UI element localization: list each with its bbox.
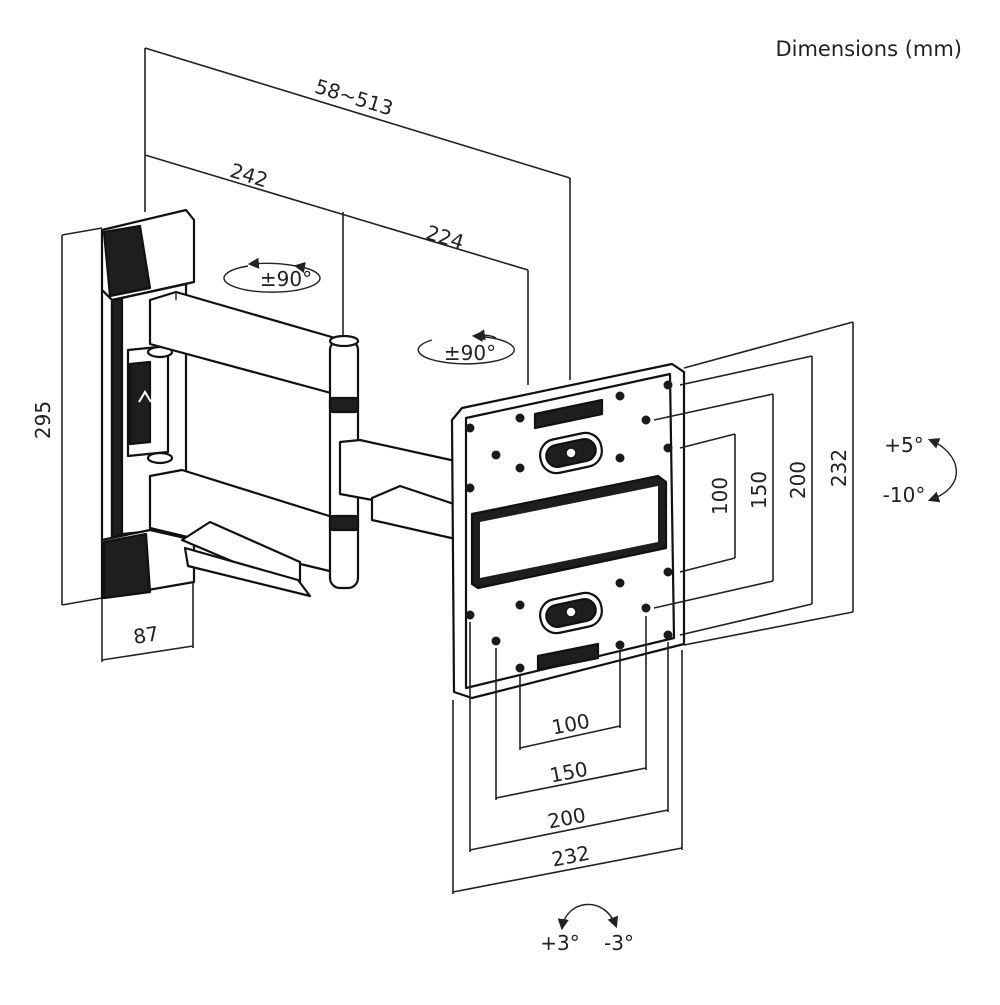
wall-plate-height-label: 295 (31, 401, 55, 439)
wall-plate-depth-label: 87 (131, 621, 160, 649)
arm-reach-label: 58~513 (312, 74, 396, 120)
vesa-v-232-label: 232 (827, 449, 851, 487)
swivel-2-indicator (417, 329, 515, 365)
roll-minus-label: -3° (604, 931, 634, 955)
vesa-v-150-label: 150 (747, 471, 771, 509)
left-dimension-lines (61, 227, 194, 662)
tilt-down-label: -10° (883, 483, 926, 507)
tilt-up-label: +5° (884, 433, 923, 457)
arm-segment-2 (338, 438, 462, 542)
swivel-1-indicator (223, 257, 321, 293)
tilt-indicator (927, 438, 958, 503)
bottom-dimension-lines (452, 616, 683, 894)
vesa-h-200-label: 200 (546, 803, 588, 834)
roll-plus-label: +3° (540, 931, 579, 955)
swivel-1-label: ±90° (260, 267, 312, 291)
right-dimension-lines (653, 321, 854, 646)
vesa-plate (450, 362, 686, 700)
vesa-h-100-label: 100 (550, 709, 592, 740)
arm-segment-1-label: 242 (227, 158, 271, 192)
arm-segment-2-label: 224 (423, 220, 467, 254)
vesa-v-100-label: 100 (708, 477, 732, 515)
top-dimension-lines (144, 47, 571, 385)
diagram-title: Dimensions (mm) (775, 37, 962, 61)
arm-segment-1 (148, 290, 344, 598)
vesa-h-150-label: 150 (548, 757, 590, 788)
vesa-v-200-label: 200 (786, 461, 810, 499)
roll-indicator (557, 903, 619, 931)
wall-plate (100, 208, 196, 600)
swivel-2-label: ±90° (444, 341, 496, 365)
